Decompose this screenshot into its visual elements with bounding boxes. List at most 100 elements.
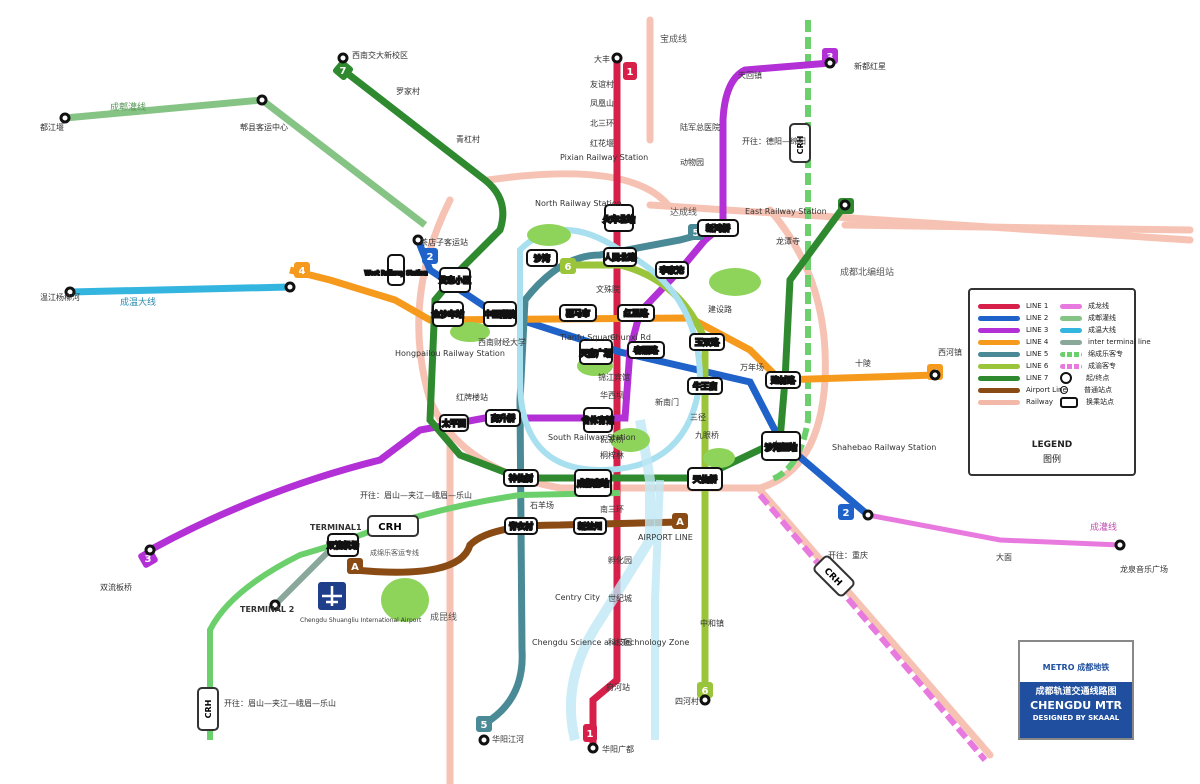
- station-jiannan: 建设路: [708, 304, 732, 314]
- line1-badge-south: 1: [587, 729, 594, 740]
- legend-row: 换乘站点: [1060, 396, 1151, 408]
- station-renminbeilu: 人民北路: [604, 252, 636, 262]
- station-jinshacun: 金沙车站: [432, 309, 464, 319]
- logo-band: 成都轨道交通线路图 CHENGDU MTR DESIGNED BY SKAAAL: [1020, 682, 1132, 738]
- station-tongzilin: 桐梓林: [600, 450, 624, 460]
- park-blob: [450, 322, 490, 342]
- crh-west-marker: CRH 开往：眉山—夹江—峨眉—乐山: [360, 490, 472, 537]
- station-xipuzhan: 西南交大新校区: [352, 50, 408, 60]
- chengwen-line-path: [69, 283, 291, 296]
- logo-credit: DESIGNED BY SKAAAL: [1032, 714, 1120, 722]
- station-youtiancun: 友谊村: [590, 79, 614, 89]
- legend-row: LINE 5: [978, 348, 1067, 360]
- legend-row: Railway: [978, 396, 1067, 408]
- station-xinhongqiao: 新鸿桥: [706, 223, 730, 233]
- station-kejiyuan: 科技园: [608, 637, 632, 647]
- railway-network: [415, 16, 1194, 784]
- station-chunxird: Chunxi Rd: [610, 333, 651, 342]
- station-qingganecun: 青杠村: [456, 134, 480, 144]
- logo-en: CHENGDU MTR: [1030, 699, 1122, 712]
- station-huochebeizhan: 火车北站: [603, 214, 635, 224]
- station-xichengdu: West Railway Station: [364, 270, 427, 277]
- chenglong-line-path: [867, 512, 1121, 548]
- chengpi-line-path: [64, 96, 428, 228]
- station-jiuyan: 九眼桥: [695, 430, 719, 440]
- station-chengdunanzhan: 成都南站: [577, 478, 609, 488]
- station-nijiaqiao: 倪家桥: [600, 434, 624, 444]
- park-blob: [527, 224, 571, 246]
- line7-badge: 7: [340, 66, 347, 77]
- station-sihe: 四河村: [675, 696, 699, 706]
- line6-badge-south: 6: [702, 686, 709, 697]
- station-huayangjianghe: 华阳江河: [492, 734, 524, 744]
- station-luojiacun: 罗家村: [396, 86, 420, 96]
- rail-baocheng: 宝成线: [660, 33, 687, 45]
- line2-badge-east: 2: [843, 508, 850, 519]
- station-airport-label: Chengdu Shuangliu International Airport: [300, 617, 422, 624]
- crh-south-icon: CRH: [204, 700, 213, 719]
- station-zhongyifuyuan: 中医附院: [484, 309, 516, 319]
- crh-east-text: 开往：重庆: [828, 550, 868, 560]
- station-shahebaorail: Shahebao Railway Station: [832, 443, 936, 452]
- station-qingcun: 青衣村: [509, 521, 533, 531]
- station-xinan: 西南财经大学: [478, 337, 526, 347]
- line3-badge-west: 3: [145, 554, 152, 565]
- park-blob: [703, 448, 735, 468]
- station-t1: TERMINAL1: [310, 523, 362, 532]
- legend-row: 绵成乐客专: [1060, 348, 1151, 360]
- station-shihua: 十陵: [855, 358, 871, 368]
- crh-north-icon: CRH: [796, 136, 805, 155]
- legend: LINE 1 LINE 2 LINE 3 LINE 4 LINE 5 LINE …: [968, 288, 1151, 476]
- station-northrail: North Railway Station: [535, 199, 622, 208]
- station-xindu: 新都红星: [854, 61, 886, 71]
- station-shuangliu: 双流机场: [327, 540, 359, 550]
- legend-row: 成温大线: [1060, 324, 1151, 336]
- legend-row: LINE 1: [978, 300, 1067, 312]
- station-xinshiqiao: 新益州: [578, 521, 602, 531]
- station-t2: TERMINAL 2: [240, 605, 294, 614]
- station-centry: Centry City: [555, 593, 600, 602]
- station-nansanhuan: 南三环: [600, 504, 624, 514]
- river2-path: [651, 479, 664, 740]
- station-jianshe: 建材路: [771, 375, 795, 385]
- station-shuanggang: 沙湾: [534, 253, 550, 263]
- station-hongpailourail: Hongpailou Railway Station: [395, 349, 505, 358]
- station-science: Chengdu Science and Technology Zone: [532, 638, 689, 647]
- park-blob: [709, 268, 761, 296]
- station-wanniu: 万年场: [740, 362, 764, 372]
- station-shiyangchang: 石羊场: [530, 500, 554, 510]
- legend-row: LINE 3: [978, 324, 1067, 336]
- station-xindu2: 天回镇: [738, 70, 762, 80]
- station-beisanhuan: 北三环: [590, 119, 614, 128]
- station-xihe: 西河镇: [938, 347, 962, 357]
- legend-title: LEGEND: [1031, 440, 1073, 450]
- terminal-dots: [59, 52, 1126, 754]
- terminal-line-path: [272, 542, 338, 608]
- crh-west-icon: CRH: [378, 522, 401, 533]
- legend-row: Airport Line: [978, 384, 1067, 396]
- line6-badge: 6: [565, 262, 572, 273]
- legend-row: LINE 4: [978, 336, 1067, 348]
- station-huangzhongxiaoqu: 黄忠小区: [439, 275, 471, 285]
- station-niuwangmiao: 牛王庙: [693, 381, 717, 391]
- station-luxingye: 陆军总医院: [680, 122, 720, 132]
- logo-cn: 成都轨道交通线路图: [1035, 687, 1117, 697]
- station-shajipo: 沙河堡站: [765, 442, 797, 452]
- station-tianfusq: Tianfu Square: [559, 333, 616, 342]
- station-damian: 大面: [996, 552, 1012, 562]
- station-hongpailou: 红牌楼站: [456, 392, 488, 402]
- legend-row: LINE 2: [978, 312, 1067, 324]
- line4-badge: 4: [299, 266, 306, 277]
- station-longtan: 龙潭寺: [776, 236, 800, 246]
- map-logo: METRO 成都地铁 成都轨道交通线路图 CHENGDU MTR DESIGNE…: [1018, 640, 1134, 740]
- crh-north-marker: CRH 开往：德阳—绵阳: [742, 123, 811, 163]
- rail-names: 宝成线 成昆线 达成线 成郫灌线 成温大线 成灌线 成都北编组站 成绵乐客运专线: [110, 33, 1117, 623]
- legend-row: 普通站点: [1060, 384, 1151, 396]
- legend-row: 成郫灌线: [1060, 312, 1151, 324]
- crh-west-text: 开往：眉山—夹江—峨眉—乐山: [360, 490, 472, 500]
- legend-subtitle: 图例: [1042, 455, 1061, 465]
- station-hongpaisi: 红花堰: [590, 138, 614, 148]
- station-dujiangyan: 都江堰: [40, 122, 64, 132]
- rail-chengkun: 成昆线: [430, 611, 457, 623]
